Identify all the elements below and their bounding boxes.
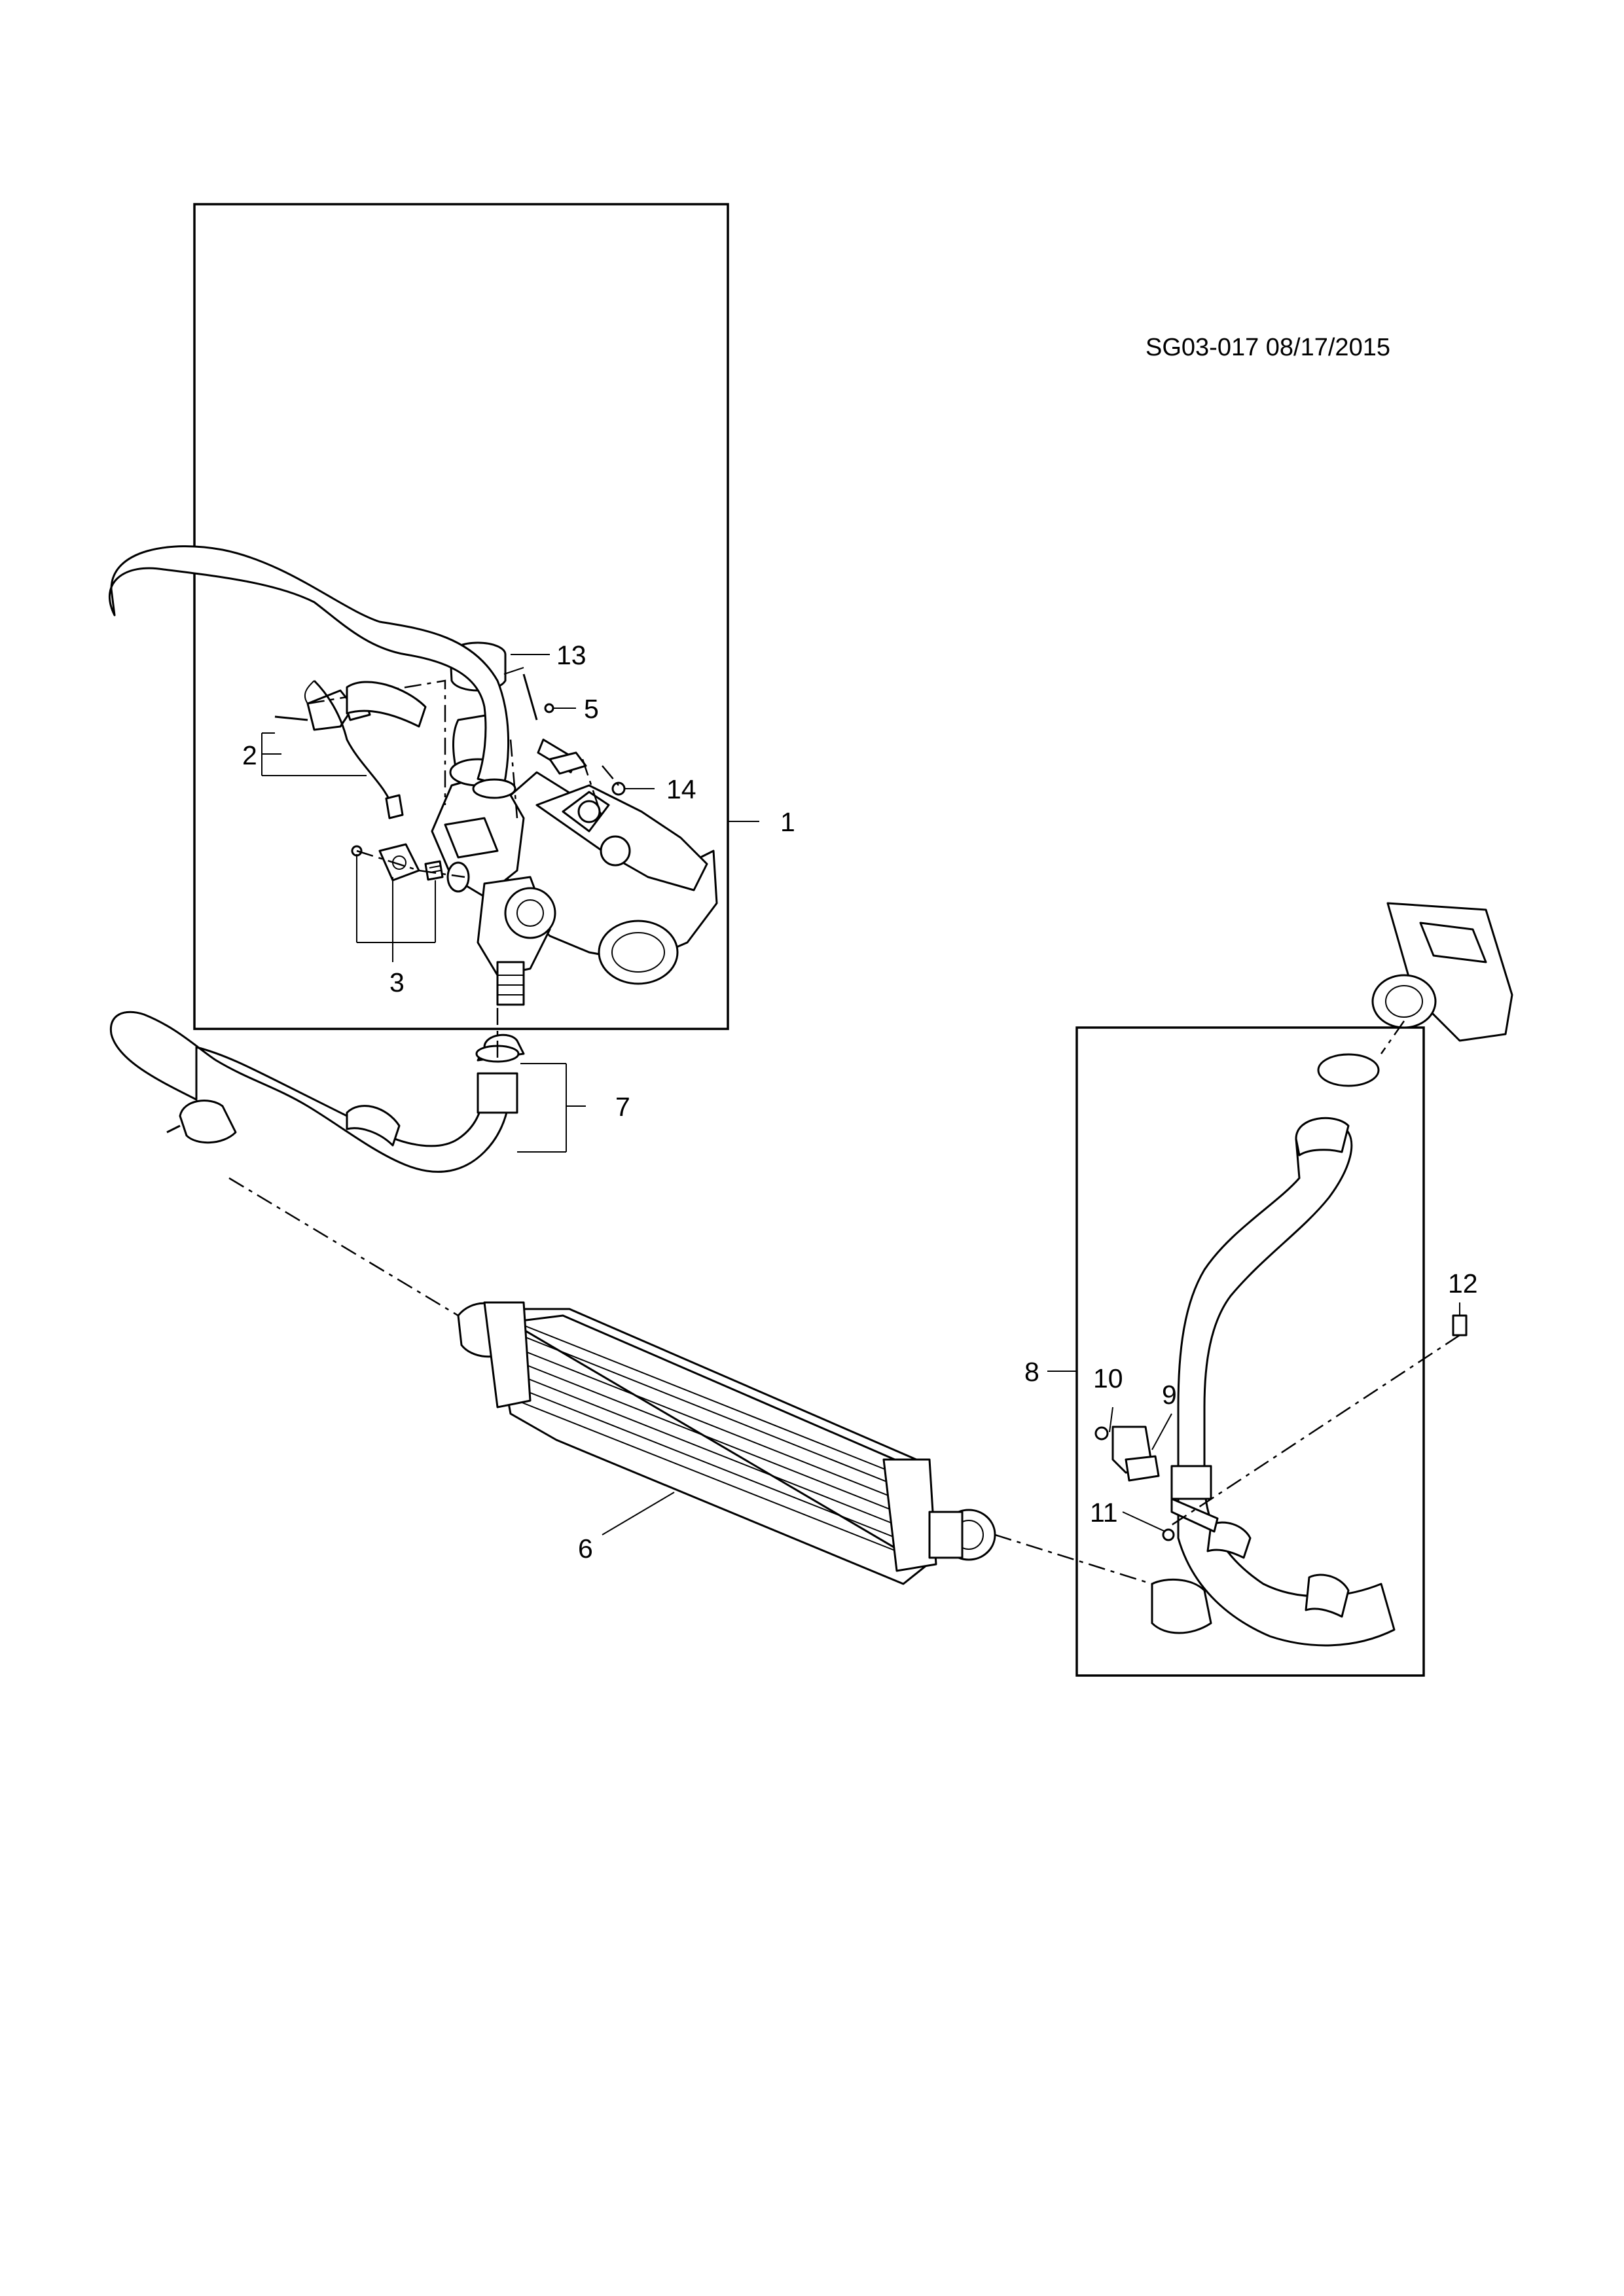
leader-3 bbox=[356, 854, 436, 962]
callout-3: 3 bbox=[389, 967, 405, 997]
leader-6 bbox=[602, 1492, 675, 1535]
callout-10: 10 bbox=[1093, 1363, 1123, 1393]
callout-9: 9 bbox=[1162, 1380, 1177, 1410]
group-box-turbocharger bbox=[193, 203, 729, 1030]
callout-5: 5 bbox=[584, 694, 599, 724]
intercooler bbox=[457, 1301, 996, 1585]
leader-10 bbox=[1109, 1407, 1113, 1433]
callout-2: 2 bbox=[242, 740, 257, 770]
assembly-line bbox=[228, 1177, 459, 1317]
assembly-line bbox=[581, 759, 604, 819]
assembly-line bbox=[994, 1534, 1153, 1585]
callout-11: 11 bbox=[1090, 1498, 1118, 1528]
group-box-charge-air-hose bbox=[1075, 1026, 1425, 1677]
throttle-body bbox=[1371, 902, 1513, 1042]
drawing-reference: SG03-017 08/17/2015 bbox=[1146, 334, 1390, 361]
callout-13: 13 bbox=[556, 640, 586, 670]
sensor-9 bbox=[1111, 1426, 1160, 1482]
gasket-and-fittings bbox=[351, 843, 470, 893]
callout-14: 14 bbox=[666, 774, 696, 804]
assembly-line bbox=[1171, 1334, 1460, 1526]
clip-11 bbox=[1162, 1528, 1175, 1541]
nut-14 bbox=[611, 781, 626, 796]
leader-11 bbox=[1122, 1511, 1166, 1532]
assembly-line bbox=[602, 765, 619, 786]
turbocharger bbox=[431, 712, 718, 1006]
assembly-line bbox=[509, 739, 518, 819]
bolt-5 bbox=[544, 703, 554, 713]
turbo-outlet-hose bbox=[109, 545, 525, 1173]
leader-2 bbox=[261, 732, 367, 776]
leader-9 bbox=[1151, 1413, 1172, 1450]
callout-6: 6 bbox=[578, 1534, 593, 1564]
callout-1: 1 bbox=[780, 807, 795, 837]
charge-air-hose bbox=[1151, 1053, 1396, 1647]
link-plate bbox=[549, 751, 587, 775]
callout-7: 7 bbox=[615, 1092, 630, 1122]
assembly-line bbox=[1380, 1020, 1405, 1054]
leader-7 bbox=[517, 1063, 586, 1153]
callout-8: 8 bbox=[1024, 1357, 1039, 1387]
callout-12: 12 bbox=[1448, 1268, 1478, 1299]
bolt-12 bbox=[1452, 1314, 1468, 1336]
screw-10 bbox=[1094, 1426, 1109, 1441]
